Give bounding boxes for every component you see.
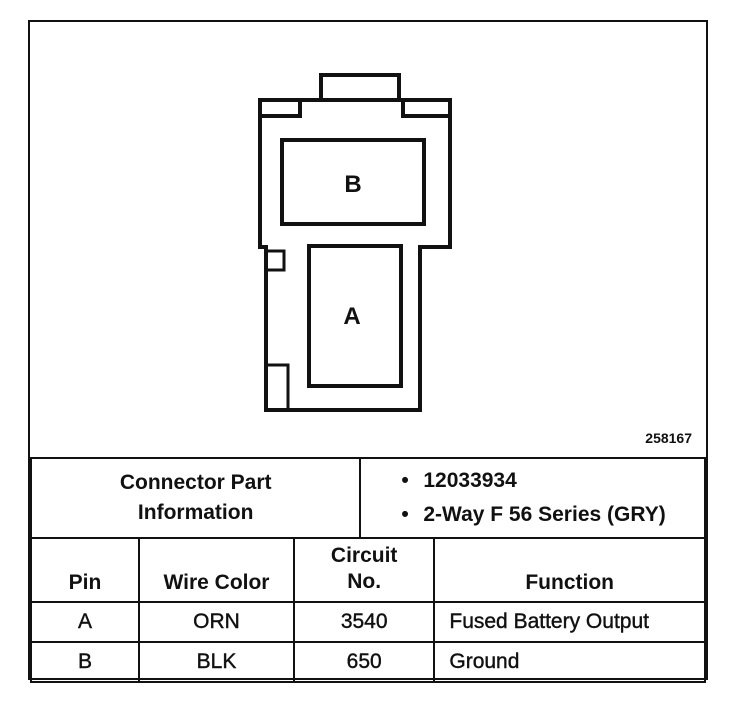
connector-part-details: • 12033934 • 2-Way F 56 Series (GRY) [359,457,706,539]
part-number-item: • 12033934 [401,464,704,498]
header-circuit: Circuit No. [292,537,436,603]
side-key-upper [264,249,286,272]
connector-diagram: B A 258167 [30,22,706,457]
connector-part-label-line2: Information [137,501,254,524]
cavity-b-label: B [344,171,361,198]
connector-notch-left [260,100,302,118]
part-series: 2-Way F 56 Series (GRY) [423,503,666,526]
connector-notch-right [401,100,450,118]
wire-color-cell: ORN [138,601,295,643]
figure-id: 258167 [645,430,692,446]
wire-color-cell: BLK [138,641,295,683]
cavity-b-outline [280,138,426,226]
connector-face-drawing: B A [258,73,452,412]
diagram-frame: B A 258167 Connector Part Information • 1… [28,20,708,683]
circuit-cell: 650 [292,641,436,683]
connector-part-label-line1: Connector Part [119,471,272,494]
part-series-item: • 2-Way F 56 Series (GRY) [401,498,704,532]
header-function: Function [433,537,706,603]
circuit-cell: 3540 [292,601,436,643]
connector-info-table: Connector Part Information • 12033934 • 2-… [29,457,706,683]
cavity-a-label: A [343,303,360,330]
table-header-row: Pin Wire Color Circuit No. Function [30,537,706,603]
pin-cell: B [30,641,140,683]
function-cell: Fused Battery Output [433,601,706,643]
side-key-lower [264,363,290,412]
function-cell: Ground [433,641,706,683]
bullet-icon: • [401,503,409,526]
header-wire-color: Wire Color [138,537,295,603]
header-circuit-line1: Circuit [330,544,398,567]
pin-cell: A [30,601,140,643]
part-number: 12033934 [423,469,517,492]
connector-body-outline [258,98,452,412]
header-circuit-line2: No. [347,570,382,593]
bullet-icon: • [401,469,409,492]
table-row: B BLK 650 Ground [30,641,706,683]
cavity-a-outline [307,244,403,388]
connector-part-label-cell: Connector Part Information [29,457,362,539]
connector-latch-tab [319,73,401,100]
header-pin: Pin [30,537,140,603]
table-row: A ORN 3540 Fused Battery Output [30,601,706,643]
